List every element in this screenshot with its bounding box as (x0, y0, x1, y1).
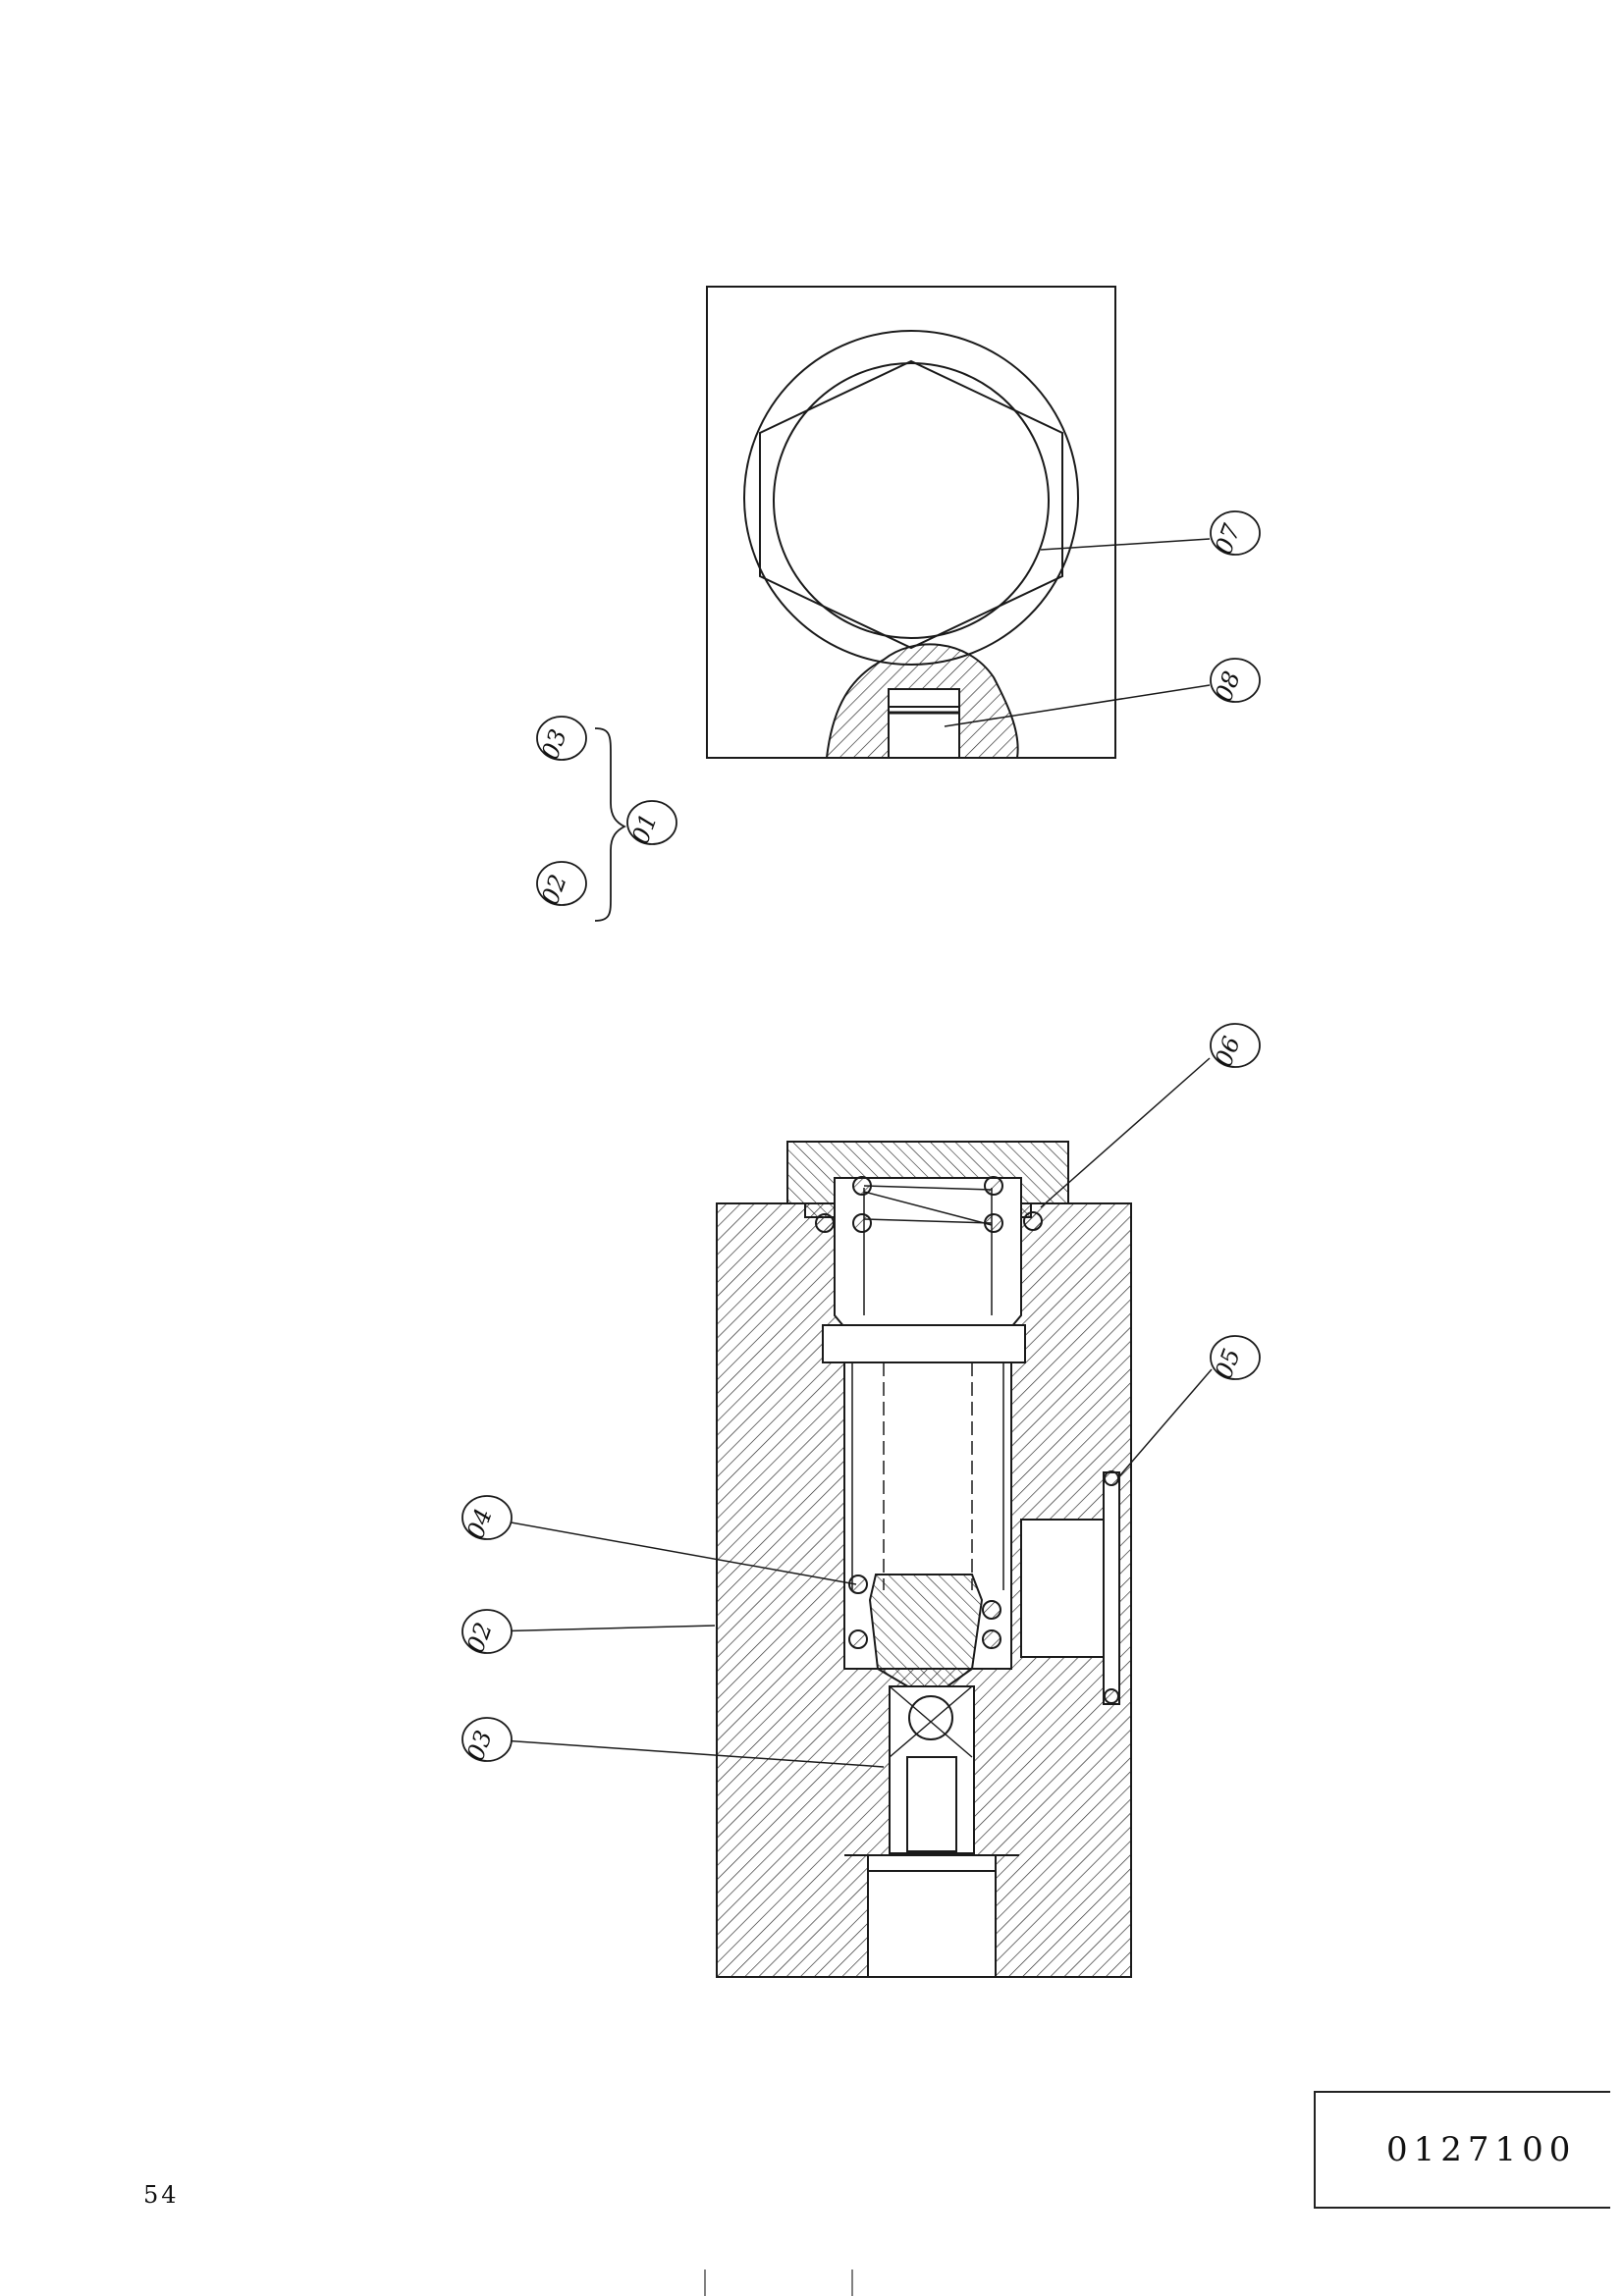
balloon-06 (1210, 1023, 1261, 1068)
balloon-01 (626, 800, 677, 845)
balloon-05 (1210, 1335, 1261, 1380)
balloon-04 (461, 1495, 513, 1540)
balloon-08 (1210, 658, 1261, 703)
scan-marks (704, 2269, 853, 2296)
check-ball (908, 1695, 953, 1740)
page-number: 54 (143, 2181, 180, 2209)
spring-wire (815, 1176, 1043, 1233)
balloon-03-group (536, 716, 587, 761)
bore-cavity (834, 1177, 1022, 1670)
plug-07-circle (773, 362, 1050, 639)
callout-balloons (461, 510, 1261, 1762)
balloon-02-group (536, 861, 587, 906)
outer-seat-circle (743, 330, 1079, 666)
balloon-07 (1210, 510, 1261, 556)
port-seal-05 (1103, 1471, 1120, 1705)
balloon-02 (461, 1609, 513, 1654)
top-view (706, 286, 1116, 759)
piston (868, 1574, 984, 1689)
spring (851, 1185, 1004, 1590)
drawing-code: 0127100 (1386, 2130, 1577, 2169)
side-port (1020, 1519, 1107, 1658)
brace (594, 727, 627, 922)
o-ring-04 (848, 1575, 868, 1594)
section-view (716, 1141, 1132, 1978)
lower-port (867, 1854, 997, 1978)
drawing-code-box: 0127100 (1314, 2091, 1610, 2209)
plug-08-pin (888, 688, 960, 759)
leader-lines (488, 538, 1213, 1768)
balloon-03 (461, 1717, 513, 1762)
hex-head (759, 359, 1063, 650)
assembly-group (594, 727, 627, 922)
